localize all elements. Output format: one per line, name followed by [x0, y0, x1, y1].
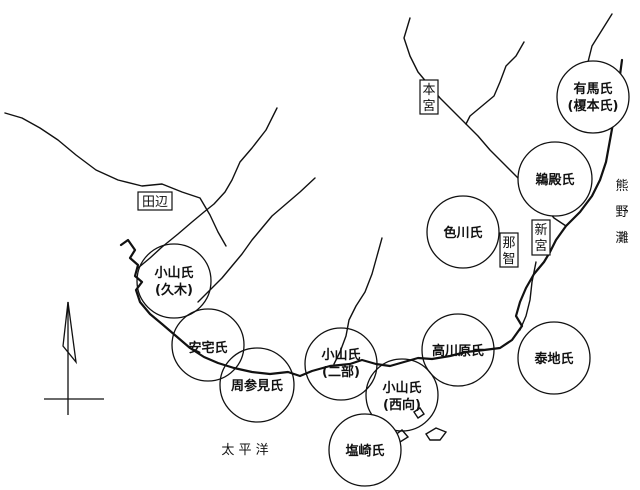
- clan-shiozaki-name: 塩崎氏: [345, 443, 384, 459]
- place-hongu: 本 宮: [419, 79, 439, 115]
- clan-yasuke-name: 安宅氏: [188, 340, 227, 356]
- clan-koyama-kuki-name: 小山氏: [154, 265, 193, 281]
- clan-taichi: 泰地氏: [517, 321, 591, 395]
- river-tonda: [4, 112, 227, 247]
- sea-taiheiyo: 太 平 洋: [221, 443, 268, 458]
- clan-arima-sub: (榎本氏): [568, 98, 619, 114]
- place-nachi: 那 智: [499, 232, 519, 268]
- sea-kumanonada-char1: 熊: [615, 178, 628, 194]
- place-tanabe: 田辺: [137, 191, 173, 211]
- sea-kumanonada-char3: 灘: [615, 231, 628, 246]
- clan-takagawara: 高川原氏: [421, 313, 495, 387]
- place-hongu-char1: 本: [422, 83, 435, 98]
- river-kumano-east: [465, 41, 525, 125]
- place-tanabe-label: 田辺: [142, 195, 168, 210]
- place-nachi-char2: 智: [502, 252, 515, 267]
- coastline: [119, 58, 624, 378]
- clan-udono-name: 鵜殿氏: [534, 172, 574, 188]
- clan-shiozaki: 塩崎氏: [328, 413, 402, 487]
- place-shingu: 新 宮: [531, 219, 551, 256]
- north-arrow: [44, 301, 104, 415]
- clan-yasuke: 安宅氏: [171, 308, 245, 382]
- island-3: [413, 407, 425, 419]
- place-nachi-char1: 那: [502, 236, 515, 251]
- clan-koyama-kuki-sub: (久木): [155, 282, 193, 298]
- river-hiki: [137, 107, 278, 269]
- river-koza: [333, 237, 383, 365]
- river-nachi: [519, 261, 537, 331]
- clan-irokawa-name: 色川氏: [443, 225, 482, 241]
- clan-koyama-nibu: 小山氏 (二部): [304, 327, 378, 401]
- clan-koyama-nibu-sub: (二部): [322, 364, 360, 380]
- clan-takagawara-name: 高川原氏: [432, 343, 484, 359]
- clan-koyama-nishimuki-sub: (西向): [383, 397, 421, 413]
- clan-irokawa: 色川氏: [426, 195, 500, 269]
- place-hongu-char2: 宮: [422, 98, 435, 114]
- place-shingu-char1: 新: [534, 222, 547, 238]
- clan-koyama-nishimuki-name: 小山氏: [382, 380, 421, 396]
- clan-koyama-nishimuki: 小山氏 (西向): [365, 358, 439, 432]
- clan-arima: 有馬氏 (榎本氏): [556, 60, 630, 134]
- clan-susami-name: 周参見氏: [231, 378, 283, 394]
- clan-udono: 鵜殿氏: [517, 141, 593, 217]
- sea-kumanonada-char2: 野: [615, 205, 628, 220]
- clan-koyama-kuki: 小山氏 (久木): [136, 243, 212, 319]
- island-2: [425, 427, 448, 441]
- sea-kumanonada: 熊 野 灘: [615, 178, 628, 246]
- clan-koyama-nibu-name: 小山氏: [321, 347, 360, 363]
- clan-taichi-name: 泰地氏: [533, 351, 573, 367]
- clan-arima-name: 有馬氏: [573, 81, 612, 97]
- clan-susami: 周参見氏: [219, 347, 295, 423]
- place-shingu-char2: 宮: [534, 238, 547, 254]
- river-tributary: [197, 177, 316, 303]
